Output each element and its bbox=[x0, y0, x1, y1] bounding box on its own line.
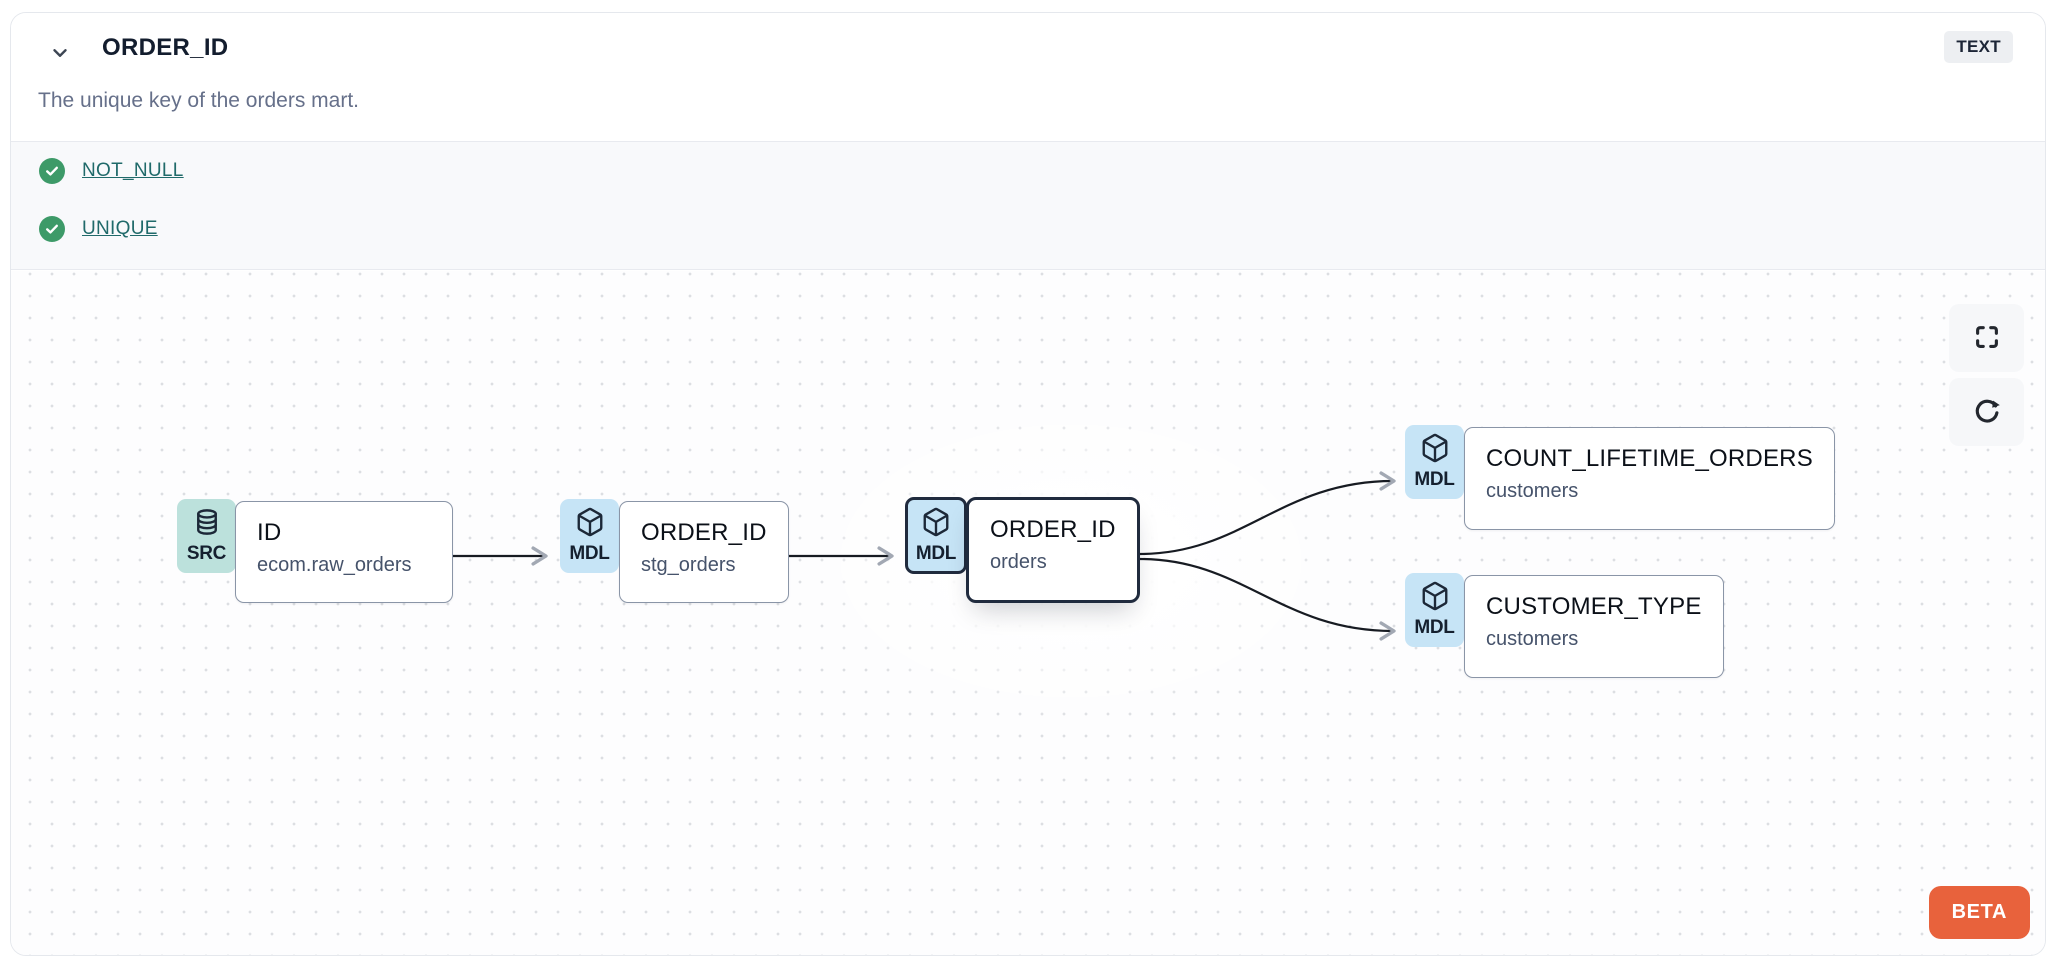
tests-section: NOT_NULL UNIQUE bbox=[11, 141, 2045, 270]
lineage-edges bbox=[453, 471, 1396, 641]
chevron-down-icon bbox=[49, 42, 71, 67]
test-row: NOT_NULL bbox=[39, 158, 2045, 184]
test-pass-check-icon bbox=[39, 216, 65, 242]
node-column-title: ID bbox=[257, 519, 282, 546]
column-details-card: ORDER_ID TEXT The unique key of the orde… bbox=[10, 12, 2046, 956]
node-column-title: CUSTOMER_TYPE bbox=[1486, 593, 1702, 620]
cube-icon bbox=[1420, 581, 1450, 616]
node-model-subtitle: stg_orders bbox=[641, 554, 736, 576]
fullscreen-icon bbox=[1972, 322, 2002, 355]
node-model-subtitle: ecom.raw_orders bbox=[257, 554, 412, 576]
node-column-title: COUNT_LIFETIME_ORDERS bbox=[1486, 445, 1813, 472]
node-model-subtitle: customers bbox=[1486, 628, 1579, 650]
lineage-node-id-raw-orders[interactable]: ID ecom.raw_orders bbox=[235, 501, 453, 603]
test-link-not-null[interactable]: NOT_NULL bbox=[82, 160, 184, 181]
test-row: UNIQUE bbox=[39, 216, 2045, 242]
node-type-badge-mdl: MDL bbox=[1405, 573, 1464, 647]
fullscreen-button[interactable] bbox=[1949, 304, 2024, 372]
node-type-label: MDL bbox=[1414, 617, 1455, 638]
node-type-label: MDL bbox=[569, 543, 610, 564]
column-name-title: ORDER_ID bbox=[102, 34, 229, 61]
cube-icon bbox=[921, 507, 951, 542]
node-type-label: MDL bbox=[1414, 469, 1455, 490]
node-type-badge-mdl: MDL bbox=[1405, 425, 1464, 499]
node-column-title: ORDER_ID bbox=[990, 516, 1116, 543]
lineage-canvas[interactable]: SRC ID ecom.raw_orders MDL ORDER_ID stg_… bbox=[11, 271, 2045, 955]
node-type-label: SRC bbox=[186, 543, 227, 564]
lineage-node-order-id-stg-orders[interactable]: ORDER_ID stg_orders bbox=[619, 501, 789, 603]
node-type-badge-src: SRC bbox=[177, 499, 236, 573]
refresh-button[interactable] bbox=[1949, 378, 2024, 446]
collapse-button[interactable] bbox=[45, 39, 75, 69]
test-link-unique[interactable]: UNIQUE bbox=[82, 218, 158, 239]
database-icon bbox=[192, 507, 222, 542]
node-type-badge-mdl-selected: MDL bbox=[905, 497, 967, 574]
test-pass-check-icon bbox=[39, 158, 65, 184]
node-model-subtitle: orders bbox=[990, 551, 1047, 573]
node-column-title: ORDER_ID bbox=[641, 519, 767, 546]
refresh-icon bbox=[1971, 395, 2003, 430]
cube-icon bbox=[575, 507, 605, 542]
node-type-badge-mdl: MDL bbox=[560, 499, 619, 573]
lineage-node-customer-type[interactable]: CUSTOMER_TYPE customers bbox=[1464, 575, 1724, 678]
column-description: The unique key of the orders mart. bbox=[38, 89, 359, 112]
canvas-controls bbox=[1949, 304, 2024, 446]
column-type-badge: TEXT bbox=[1944, 31, 2013, 63]
lineage-node-count-lifetime-orders[interactable]: COUNT_LIFETIME_ORDERS customers bbox=[1464, 427, 1835, 530]
column-header: ORDER_ID TEXT The unique key of the orde… bbox=[11, 13, 2045, 141]
lineage-node-order-id-orders-selected[interactable]: ORDER_ID orders bbox=[966, 497, 1140, 603]
node-model-subtitle: customers bbox=[1486, 480, 1579, 502]
beta-badge: BETA bbox=[1928, 886, 2030, 939]
node-type-label: MDL bbox=[915, 542, 957, 564]
cube-icon bbox=[1420, 433, 1450, 468]
